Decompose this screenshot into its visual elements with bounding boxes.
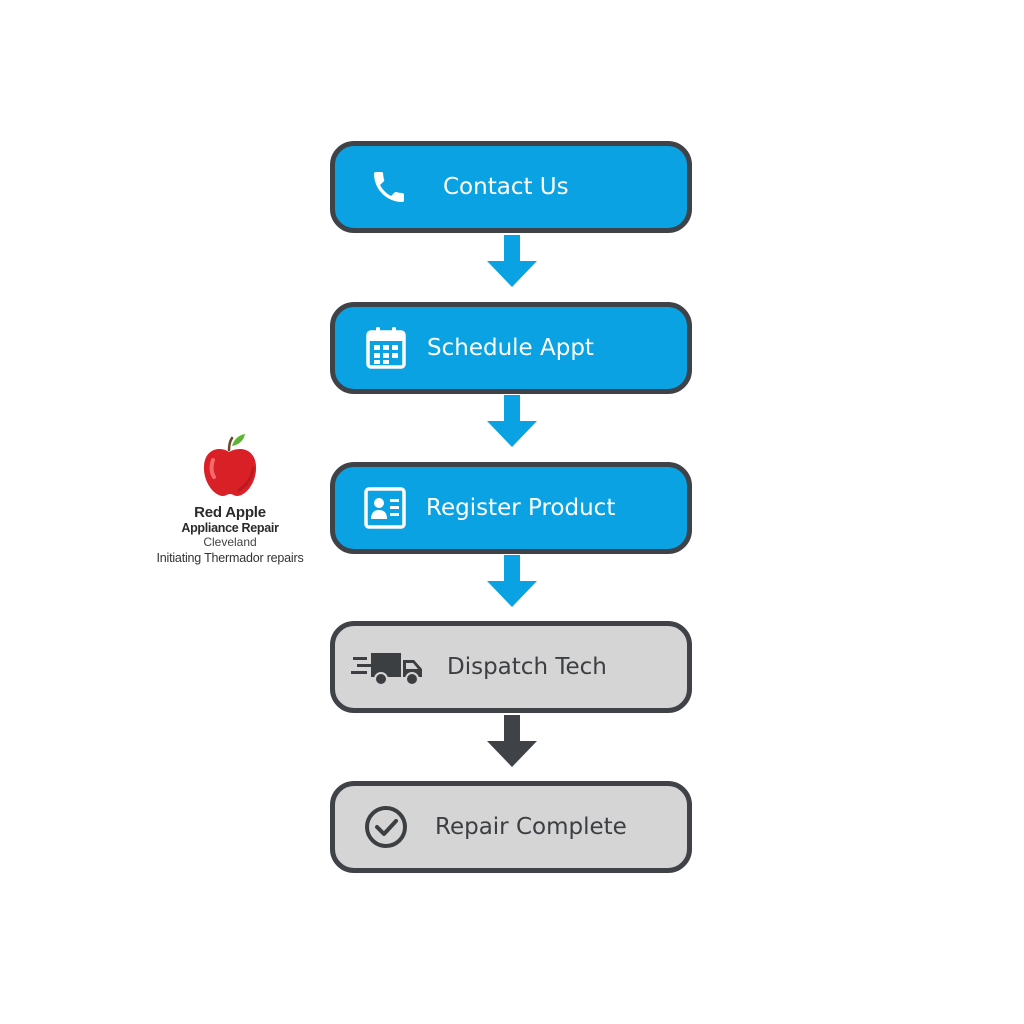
check-circle-icon [363, 804, 409, 850]
step-repair-complete[interactable]: Repair Complete [330, 781, 692, 873]
delivery-truck-icon [351, 647, 427, 687]
brand-city: Cleveland [203, 535, 257, 549]
id-card-icon [363, 486, 407, 530]
step-label: Dispatch Tech [447, 654, 607, 680]
calendar-icon [365, 325, 407, 371]
step-contact-us[interactable]: Contact Us [330, 141, 692, 233]
flow-arrow-1 [487, 235, 537, 287]
brand-name: Red Apple [194, 504, 266, 521]
step-label: Repair Complete [435, 814, 627, 840]
flow-arrow-3 [487, 555, 537, 607]
phone-icon [369, 167, 409, 207]
brand-block: Red Apple Appliance Repair Cleveland Ini… [140, 430, 320, 567]
brand-tagline: Initiating Thermador repairs [156, 551, 304, 565]
step-dispatch-tech[interactable]: Dispatch Tech [330, 621, 692, 713]
step-label: Contact Us [443, 174, 569, 200]
brand-subtitle: Appliance Repair [181, 521, 279, 535]
step-schedule-appt[interactable]: Schedule Appt [330, 302, 692, 394]
step-label: Register Product [426, 495, 616, 521]
step-register-product[interactable]: Register Product [330, 462, 692, 554]
step-label: Schedule Appt [427, 335, 594, 361]
flow-arrow-2 [487, 395, 537, 447]
flow-arrow-4 [487, 715, 537, 767]
apple-icon [203, 434, 257, 496]
